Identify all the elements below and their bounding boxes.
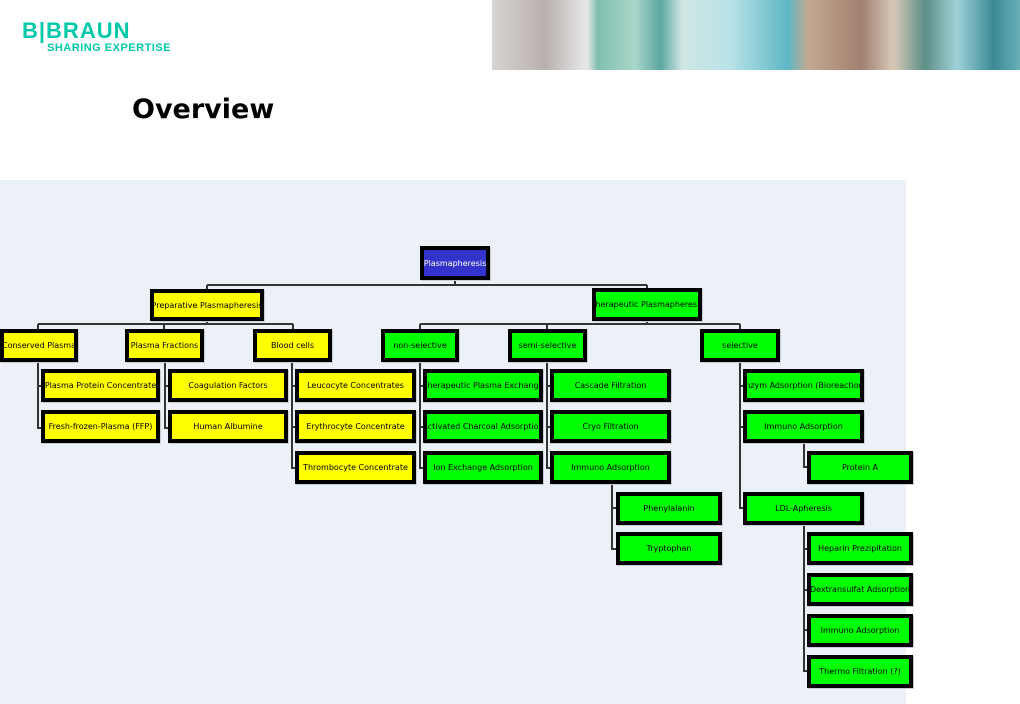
node-leaf: Thrombocyte Concentrate: [295, 451, 416, 484]
node-leaf: Immuno Adsorption: [550, 451, 671, 484]
node-leaf: Immuno Adsorption: [743, 410, 864, 443]
header-photo-strip: [492, 0, 1020, 70]
node-therapeutic-plasmapheresis: Therapeutic Plasmapheresis: [592, 288, 702, 321]
node-plasma-fractions: Plasma Fractions: [125, 329, 204, 362]
logo-brand: B|BRAUN: [22, 18, 131, 43]
node-ldl-apheresis: LDL-Apheresis: [743, 492, 864, 525]
node-leaf: Heparin Prezipitation: [807, 532, 913, 565]
node-leaf: Tryptophan: [616, 532, 722, 565]
node-leaf: Phenylalanin: [616, 492, 722, 525]
node-leaf: Coagulation Factors: [168, 369, 288, 402]
node-leaf: Activated Charcoal Adsorption: [423, 410, 543, 443]
node-preparative-plasmapheresis: Preparative Plasmapheresis: [150, 289, 264, 321]
node-leaf: Thermo Filtration (?): [807, 655, 913, 688]
node-non-selective: non-selective: [381, 329, 459, 362]
node-blood-cells: Blood cells: [253, 329, 332, 362]
node-leaf: Human Albumine: [168, 410, 288, 443]
node-leaf: Ion Exchange Adsorption: [423, 451, 543, 484]
node-leaf: Erythrocyte Concentrate: [295, 410, 416, 443]
node-leaf: Plasma Protein Concentrate: [41, 369, 160, 402]
node-conserved-plasma: Conserved Plasma: [0, 329, 78, 362]
node-leaf: Dextransulfat Adsorption: [807, 573, 913, 606]
bbraun-logo: B|BRAUN SHARING EXPERTISE: [22, 18, 172, 55]
node-leaf: Cryo Filtration: [550, 410, 671, 443]
node-semi-selective: semi-selective: [508, 329, 587, 362]
node-leaf: Immuno Adsorption: [807, 614, 913, 647]
node-leaf: Leucocyte Concentrates: [295, 369, 416, 402]
page-title: Overview: [132, 94, 275, 125]
node-leaf: Cascade Filtration: [550, 369, 671, 402]
node-plasmapheresis: Plasmapheresis: [420, 246, 490, 280]
logo-tagline: SHARING EXPERTISE: [47, 42, 172, 54]
node-leaf: Fresh-frozen-Plasma (FFP): [41, 410, 160, 443]
node-leaf: Protein A: [807, 451, 913, 484]
node-selective: selective: [700, 329, 780, 362]
node-leaf: Therapeutic Plasma Exchange: [423, 369, 543, 402]
node-leaf: Enzym Adsorption (Bioreaction): [743, 369, 864, 402]
